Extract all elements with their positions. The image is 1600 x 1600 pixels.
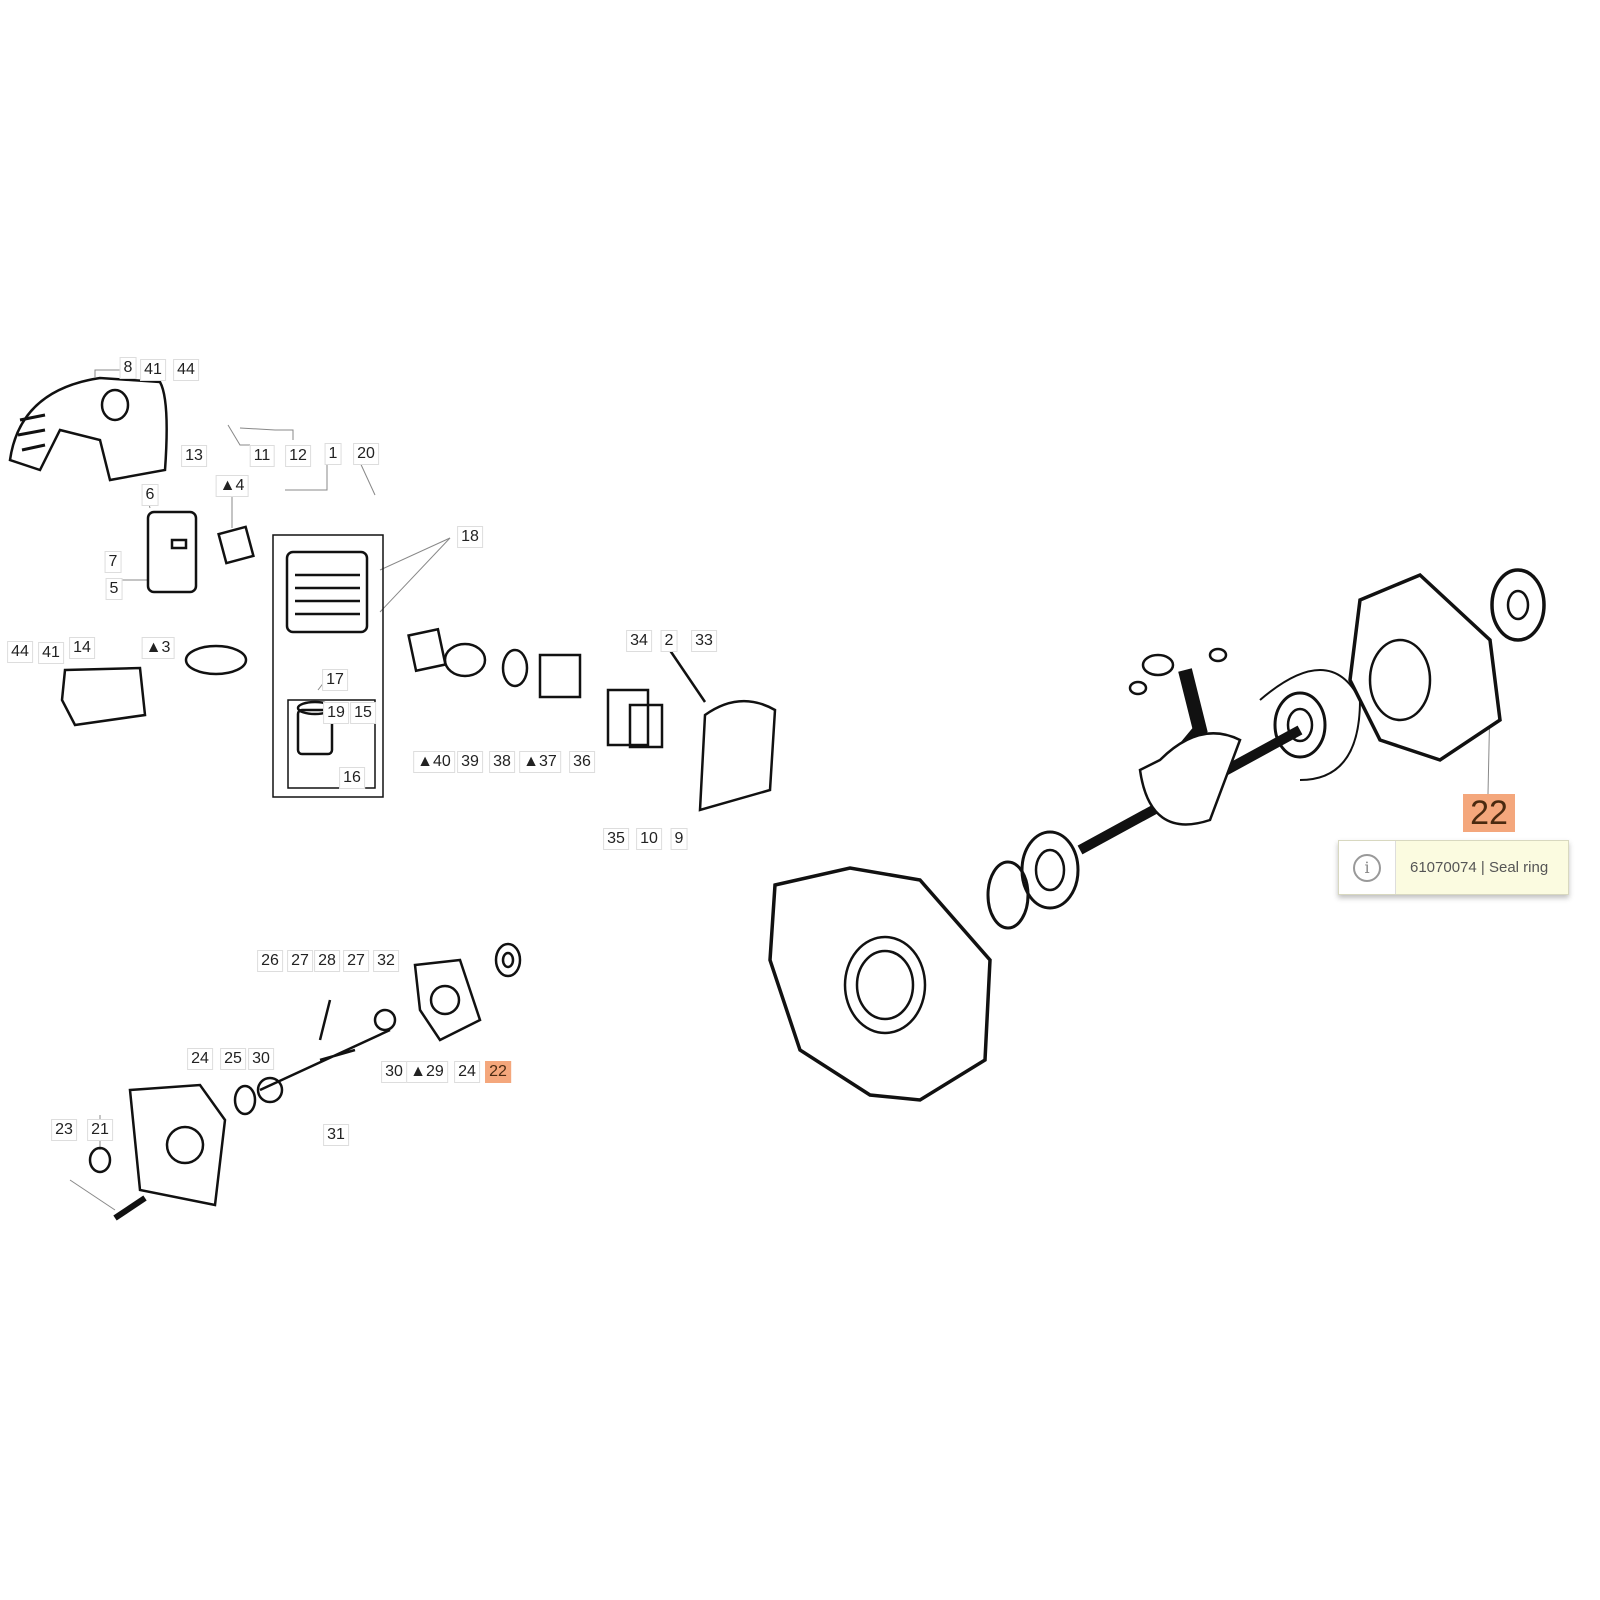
callout-1[interactable]: 1 [324, 443, 342, 465]
crankshaft [1077, 668, 1303, 855]
air-filter [628, 703, 664, 749]
cylinder [285, 550, 369, 634]
callout-41[interactable]: 41 [140, 359, 166, 381]
callout-3[interactable]: ▲3 [141, 637, 175, 659]
callout-8[interactable]: 8 [119, 357, 137, 379]
callout-21[interactable]: 21 [87, 1119, 113, 1141]
callout-35[interactable]: 35 [603, 828, 629, 850]
callout-27b[interactable]: 27 [343, 950, 369, 972]
callout-36[interactable]: 36 [569, 751, 595, 773]
intake-flange [443, 642, 487, 678]
small-circlip [233, 1084, 257, 1116]
callout-13[interactable]: 13 [181, 445, 207, 467]
callout-30b[interactable]: 30 [381, 1061, 407, 1083]
callout-24b[interactable]: 24 [454, 1061, 480, 1083]
info-icon: i [1339, 841, 1396, 894]
carburetor [538, 653, 582, 699]
bolt-23 [113, 1195, 147, 1221]
callout-17[interactable]: 17 [322, 669, 348, 691]
small-crankcase-right [413, 958, 482, 1042]
seal-ring [1490, 568, 1546, 642]
callout-26[interactable]: 26 [257, 950, 283, 972]
callout-19[interactable]: 19 [323, 702, 349, 724]
carb-gasket [501, 648, 529, 688]
callout-6[interactable]: 6 [141, 484, 159, 506]
callout-15[interactable]: 15 [350, 702, 376, 724]
needle-bearing [1141, 653, 1175, 677]
bearing [1020, 830, 1080, 910]
callout-27[interactable]: 27 [287, 950, 313, 972]
callout-9[interactable]: 9 [670, 828, 688, 850]
callout-38[interactable]: 38 [489, 751, 515, 773]
callout-30[interactable]: 30 [248, 1048, 274, 1070]
callout-44b[interactable]: 44 [7, 641, 33, 663]
starter-cup-14 [60, 666, 147, 727]
callout-29[interactable]: ▲29 [406, 1061, 448, 1083]
callout-33[interactable]: 33 [691, 630, 717, 652]
callout-24[interactable]: 24 [187, 1048, 213, 1070]
cylinder-kit-box [272, 534, 384, 798]
small-seal-ring [494, 942, 522, 978]
callout-14[interactable]: 14 [69, 637, 95, 659]
insulator-gasket [407, 627, 447, 673]
washer [1128, 680, 1148, 696]
zoomed-callout-22[interactable]: 22 [1463, 794, 1515, 832]
washer-21 [88, 1146, 112, 1174]
callout-39[interactable]: 39 [457, 751, 483, 773]
callout-25[interactable]: 25 [220, 1048, 246, 1070]
callout-5[interactable]: 5 [105, 578, 123, 600]
crankcase-right [1348, 572, 1502, 762]
air-filter-cover [698, 699, 777, 812]
callout-31[interactable]: 31 [323, 1124, 349, 1146]
part-tooltip: i 61070074 | Seal ring [1338, 840, 1569, 895]
callout-28[interactable]: 28 [314, 950, 340, 972]
info-glyph: i [1353, 853, 1381, 882]
crankcase-left [768, 866, 992, 1102]
callout-22-selected[interactable]: 22 [485, 1061, 511, 1083]
callout-32[interactable]: 32 [373, 950, 399, 972]
callout-37[interactable]: ▲37 [519, 751, 561, 773]
gasket-4 [217, 525, 255, 565]
callout-10[interactable]: 10 [636, 828, 662, 850]
gasket-3 [184, 644, 248, 676]
callout-23[interactable]: 23 [51, 1119, 77, 1141]
engine-cover [8, 376, 168, 482]
callout-12[interactable]: 12 [285, 445, 311, 467]
callout-41b[interactable]: 41 [38, 642, 64, 664]
callout-16[interactable]: 16 [339, 767, 365, 789]
bearing-right [1273, 691, 1327, 759]
callout-20[interactable]: 20 [353, 443, 379, 465]
piston-kit-box [287, 699, 376, 789]
air-filter-base [606, 688, 650, 747]
callout-18[interactable]: 18 [457, 526, 483, 548]
callout-2[interactable]: 2 [660, 630, 678, 652]
callout-11[interactable]: 11 [249, 445, 275, 467]
callout-40[interactable]: ▲40 [413, 751, 455, 773]
callout-4[interactable]: ▲4 [215, 475, 249, 497]
callout-7[interactable]: 7 [104, 551, 122, 573]
muffler [146, 510, 198, 594]
callout-44[interactable]: 44 [173, 359, 199, 381]
callout-34[interactable]: 34 [626, 630, 652, 652]
tooltip-text: 61070074 | Seal ring [1410, 859, 1549, 876]
small-crankshaft [256, 999, 397, 1104]
small-crankcase-left [128, 1083, 227, 1207]
washer [1208, 647, 1228, 663]
